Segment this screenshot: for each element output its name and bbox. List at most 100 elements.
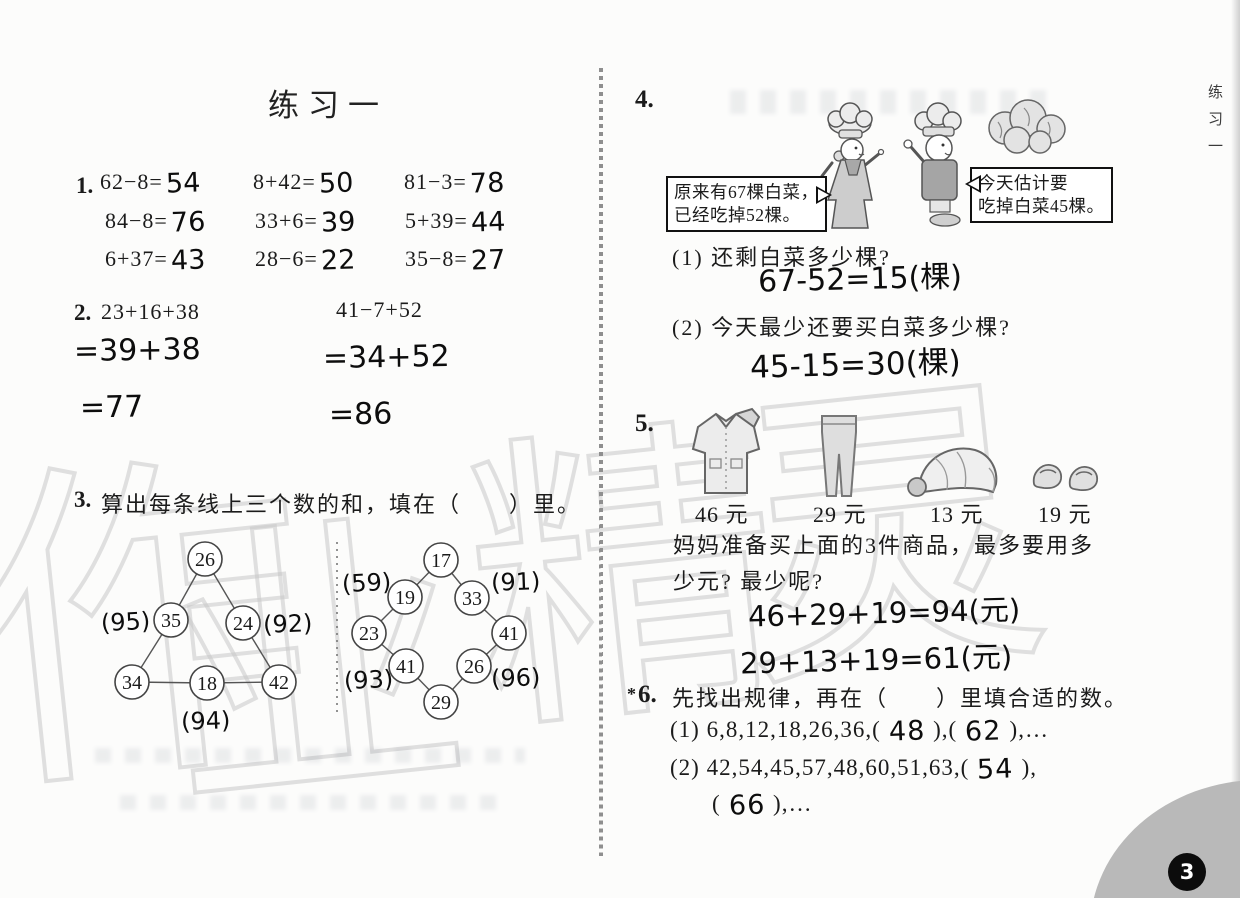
- page-edge-shadow: [1231, 0, 1240, 898]
- price-label: 29 元: [813, 502, 867, 527]
- handwritten-sum: (95): [100, 607, 151, 638]
- handwritten-answer: 45-15=30(棵): [749, 344, 962, 386]
- triangle-nodes: 26 35 24 34 18 42: [114, 541, 297, 701]
- equation-printed: 84−8=: [105, 208, 168, 233]
- equation-printed: 62−8=: [100, 169, 163, 194]
- handwritten-answer: 50: [318, 167, 354, 200]
- circle-node-value: 29: [431, 692, 451, 714]
- handwritten-step: =77: [79, 389, 144, 426]
- sequence-printed: ),(: [933, 717, 958, 742]
- circle-node-value: 35: [161, 610, 181, 632]
- handwritten-sum: (94): [181, 706, 231, 736]
- equation: 35−8=27: [405, 244, 506, 277]
- equation-printed: 35−8=: [405, 246, 468, 271]
- equation: 5+39=44: [405, 206, 506, 239]
- bleed-through-artifact: [95, 748, 525, 763]
- equation: 28−6=22: [255, 244, 356, 277]
- chef-woman-icon: [820, 102, 885, 229]
- problem5-question-line2: 少元? 最少呢?: [673, 569, 825, 594]
- handwritten-answer: 54: [976, 753, 1015, 786]
- circle-node-value: 34: [122, 672, 142, 694]
- circle-node-value: 41: [499, 623, 519, 645]
- equation-printed: 5+39=: [405, 208, 468, 233]
- problem5-number: 5.: [635, 410, 654, 437]
- circle-node-value: 17: [431, 550, 451, 572]
- circle-node-value: 33: [462, 588, 482, 610]
- circle-node-value: 24: [233, 613, 253, 635]
- sequence-printed: (: [712, 791, 721, 816]
- page-number-badge: 3: [1168, 853, 1206, 891]
- sequence-line: (66 ),…: [712, 789, 813, 822]
- handwritten-sum: (91): [491, 567, 541, 597]
- problem4-question1: (1) 还剩白菜多少棵?: [672, 245, 891, 270]
- handwritten-step: =34+52: [322, 338, 450, 377]
- equation-printed: 81−3=: [404, 169, 467, 194]
- handwritten-answer: 54: [165, 167, 201, 200]
- problem2-number: 2.: [74, 300, 92, 325]
- handwritten-answer: 43: [170, 244, 206, 277]
- ring-nodes: 17 19 33 23 41 41 26 29: [351, 542, 527, 720]
- equation: 81−3=78: [404, 167, 505, 200]
- pants-icon: [821, 415, 857, 497]
- speech-bubble-text: 已经吃掉52棵。: [674, 205, 801, 226]
- handwritten-answer: 46+29+19=94(元): [747, 592, 1021, 634]
- number-circles-figure: 26 35 24 34 18 42 17 19 33 23 41 41 26 2…: [100, 541, 541, 736]
- circle-node-value: 26: [464, 656, 484, 678]
- handwritten-answer: 39: [320, 206, 356, 239]
- equation-printed: 33+6=: [255, 208, 318, 233]
- column-divider: [599, 68, 603, 856]
- handwritten-sum: (59): [341, 568, 392, 599]
- handwritten-step: =39+38: [73, 331, 201, 370]
- problem4-scene: [820, 99, 1066, 229]
- equation-printed: 8+42=: [253, 169, 316, 194]
- speech-bubble-text: 原来有67棵白菜，: [674, 182, 819, 202]
- chef-boy-icon: [903, 102, 962, 227]
- handwritten-sum: (93): [343, 665, 394, 696]
- problem5-question-line1: 妈妈准备买上面的3件商品，最多要用多: [673, 533, 1095, 558]
- page-title: 练习一: [268, 88, 388, 123]
- equation-printed: 28−6=: [255, 246, 318, 271]
- equation: 62−8=54: [100, 167, 201, 200]
- cabbage-icon: [988, 99, 1066, 154]
- problem6-number: 6.: [638, 681, 657, 708]
- sequence-printed: ),…: [773, 791, 813, 816]
- price-label: 19 元: [1038, 502, 1092, 527]
- handwritten-answer: 62: [964, 715, 1003, 748]
- problem3-number: 3.: [74, 487, 92, 512]
- sequence-printed: (2) 42,54,45,57,48,60,51,63,(: [670, 755, 970, 780]
- shoes-icon: [1032, 464, 1099, 492]
- handwritten-answer: 22: [320, 244, 356, 277]
- sequence-line: (2) 42,54,45,57,48,60,51,63,(54),: [670, 753, 1038, 786]
- sequence-printed: (1) 6,8,12,18,26,36,(: [670, 717, 881, 742]
- problem4-question2: (2) 今天最少还要买白菜多少棵?: [672, 315, 1011, 340]
- price-label: 46 元: [695, 502, 749, 527]
- corner-decoration: [1090, 780, 1240, 898]
- handwritten-answer: 44: [470, 206, 506, 239]
- speech-bubble-text: 吃掉白菜45棵。: [978, 196, 1105, 217]
- circle-node-value: 42: [269, 672, 289, 694]
- expression: 23+16+38: [101, 299, 200, 324]
- handwritten-answer: 67-52=15(棵): [757, 259, 963, 300]
- problem6-instruction: 先找出规律，再在（ ）里填合适的数。: [672, 686, 1129, 711]
- circle-node-value: 19: [395, 587, 415, 609]
- equation: 84−8=76: [105, 206, 206, 238]
- sequence-line: (1) 6,8,12,18,26,36,( 48 ),(62),…: [670, 715, 1049, 748]
- handwritten-sum: (92): [263, 609, 313, 639]
- price-label: 13 元: [930, 502, 984, 527]
- nightcap-icon: [907, 447, 998, 497]
- side-label: 练习一: [1206, 84, 1222, 165]
- equation-printed: 6+37=: [105, 246, 168, 271]
- problem3-instruction: 算出每条线上三个数的和，填在（ ）里。: [101, 492, 582, 517]
- handwritten-answer: 48: [888, 715, 926, 748]
- problem1-number: 1.: [76, 173, 94, 198]
- shirt-icon: [691, 407, 761, 494]
- handwritten-answer: 27: [470, 244, 506, 277]
- handwritten-answer: 66: [728, 789, 766, 822]
- speech-bubble-right: 今天估计要 吃掉白菜45棵。: [965, 167, 1113, 224]
- circle-node-value: 26: [195, 549, 215, 571]
- handwritten-step: =86: [328, 396, 393, 433]
- handwritten-answer: 78: [469, 167, 505, 200]
- expression: 41−7+52: [336, 297, 423, 322]
- sequence-printed: ),…: [1009, 717, 1049, 742]
- sequence-printed: ),: [1021, 755, 1038, 780]
